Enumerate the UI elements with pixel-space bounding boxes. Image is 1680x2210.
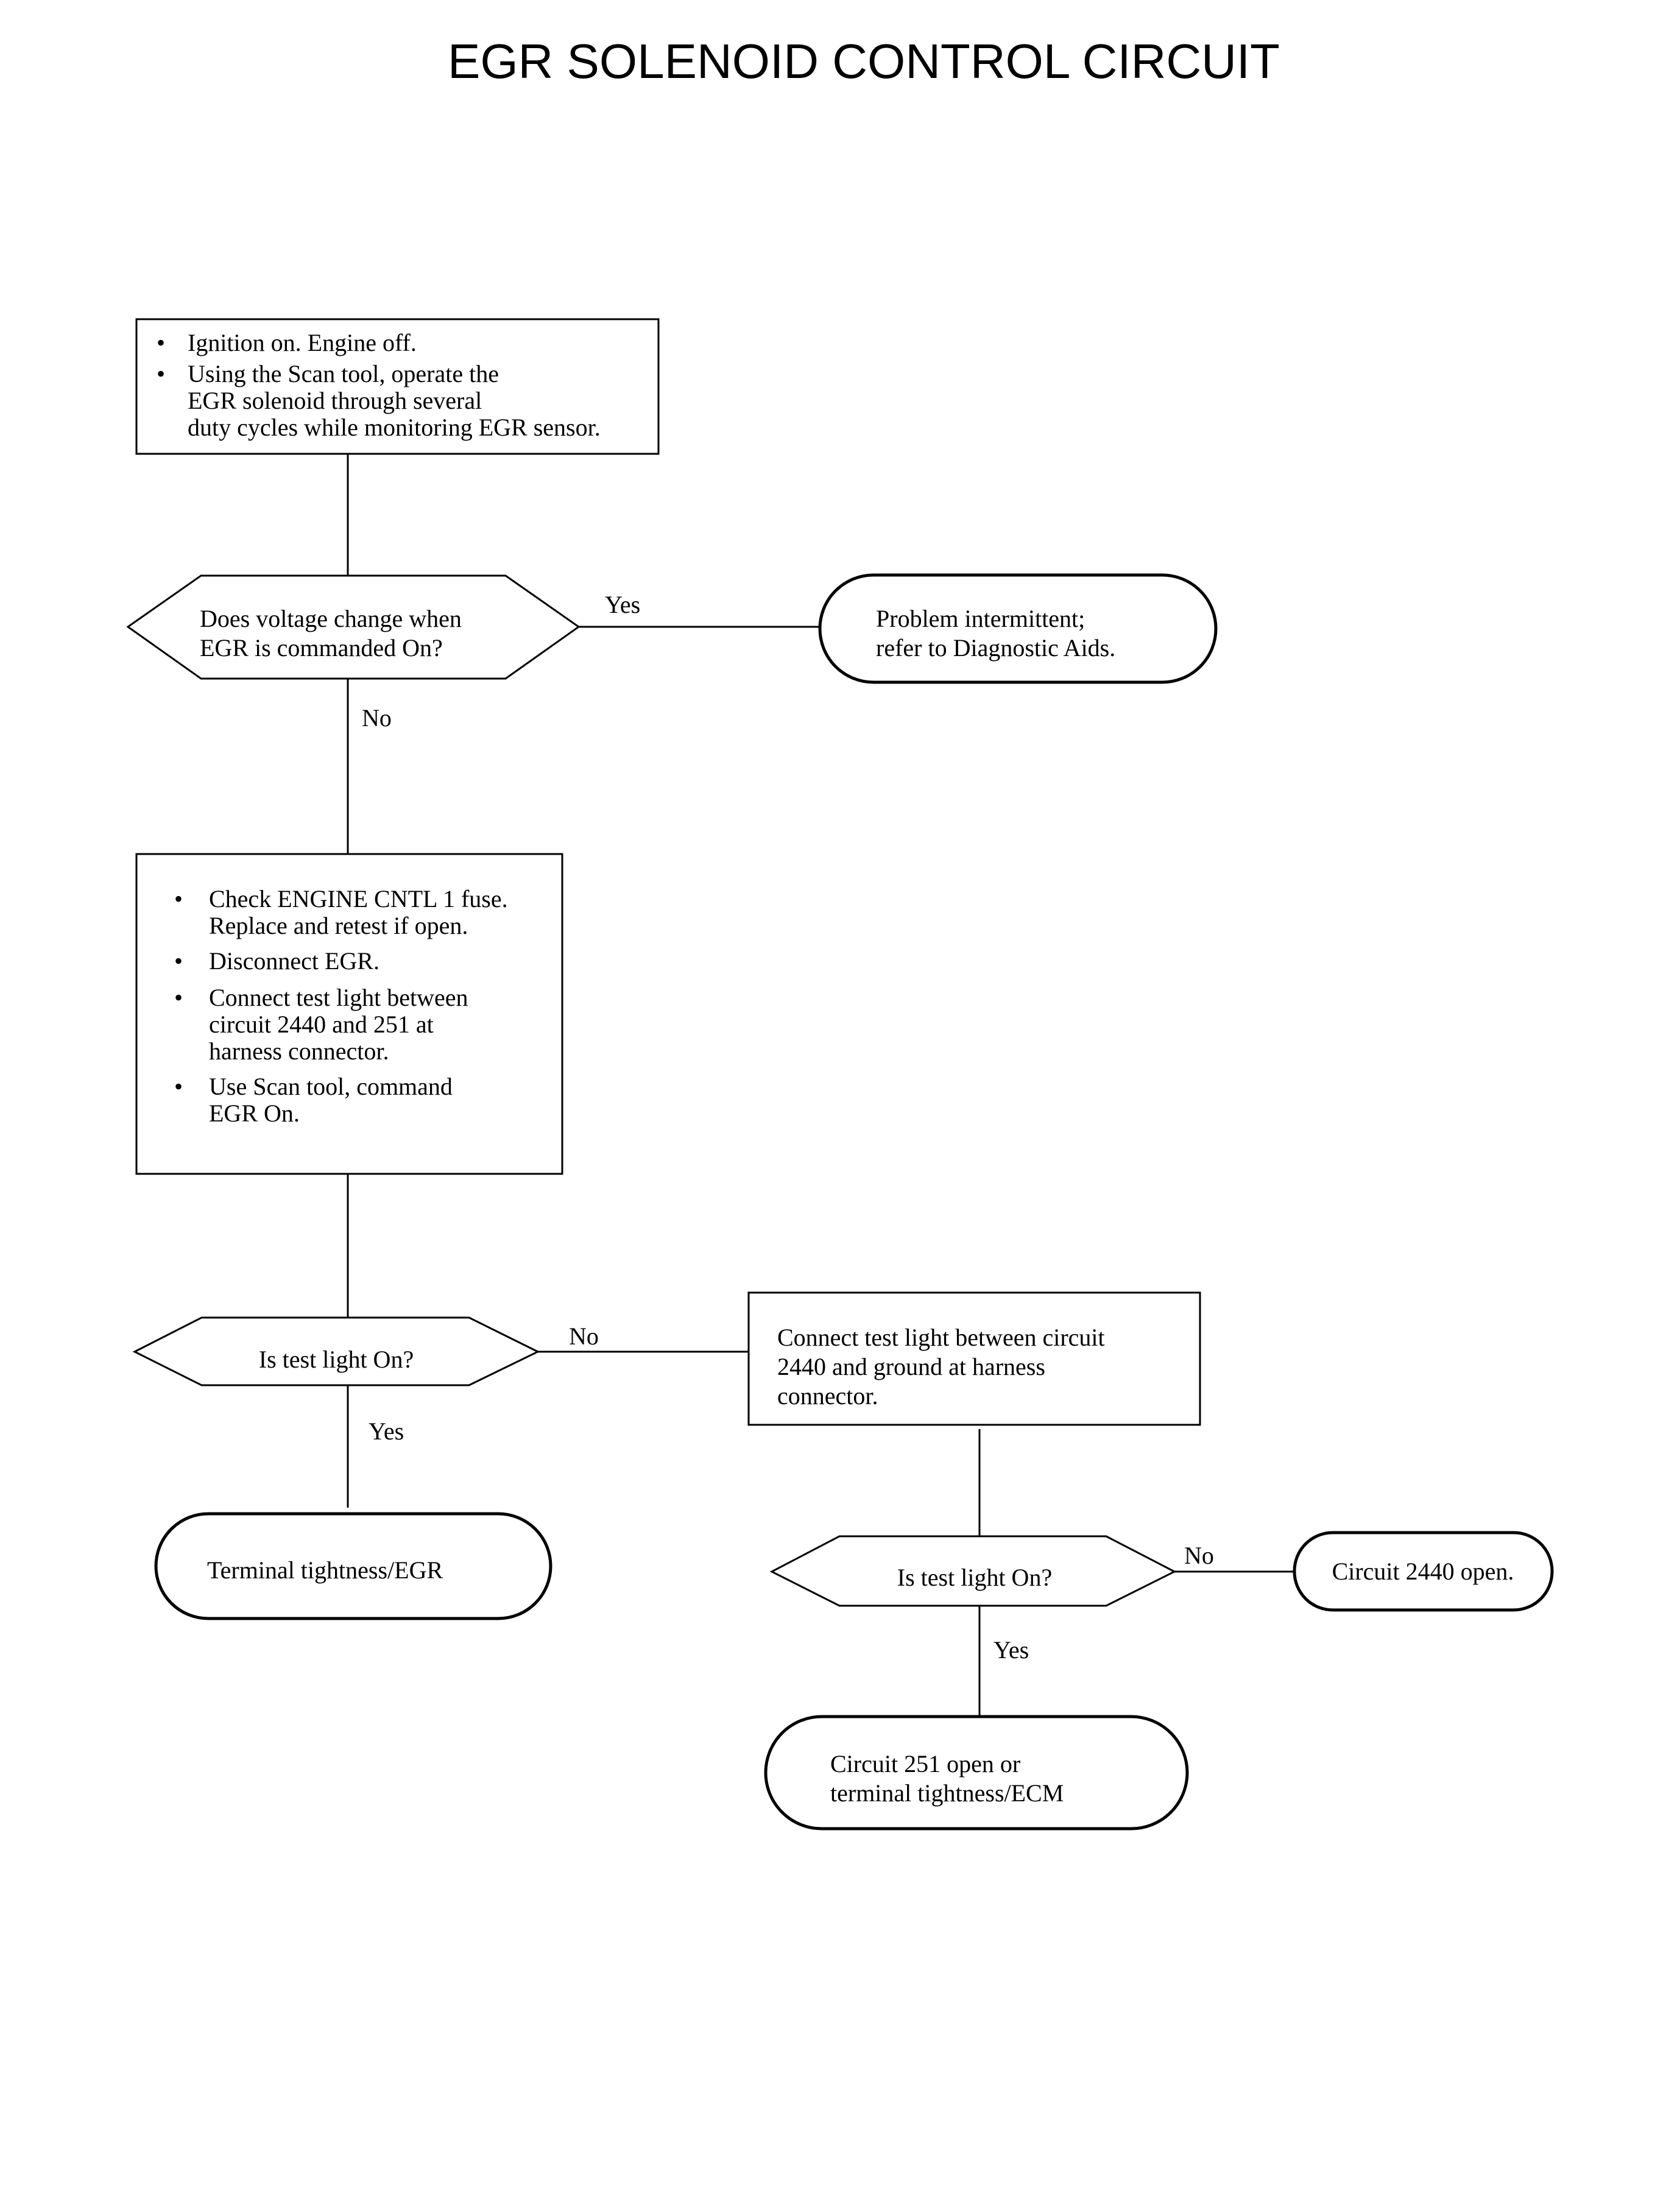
step2-line: EGR On. [209,1100,300,1127]
step2-line: harness connector. [209,1037,389,1065]
decision2-no-label: No [569,1322,599,1350]
result-2440-open-line: Circuit 2440 open. [1332,1558,1514,1585]
decision3-diamond: Is test light On? [769,1535,1177,1607]
result-terminal-egr-line: Terminal tightness/EGR [207,1556,443,1584]
bullet-marker: • [157,360,165,387]
result-intermittent-line: Problem intermittent; [876,605,1085,632]
bullet-marker: • [174,885,183,913]
decision3-no-label: No [1184,1542,1214,1569]
bullet-marker: • [174,984,183,1011]
step3-line: Connect test light between circuit [777,1324,1105,1351]
step2-bullet-2: • Disconnect EGR. [174,947,379,975]
step2-bullet-4: • Use Scan tool, command [174,1073,453,1100]
decision3-yes-label: Yes [994,1636,1029,1664]
step1-line: Using the Scan tool, operate the [188,360,499,387]
diagram-title: EGR SOLENOID CONTROL CIRCUIT [448,34,1280,88]
step3-box: Connect test light between circuit 2440 … [747,1291,1201,1426]
step2-box: • Check ENGINE CNTL 1 fuse. Replace and r… [135,853,563,1175]
step2-bullet-1: • Check ENGINE CNTL 1 fuse. [174,885,508,913]
result-terminal-egr: Terminal tightness/EGR [154,1512,552,1620]
step2-line: Use Scan tool, command [209,1073,453,1100]
step2-bullet-3: • Connect test light between [174,984,468,1011]
result-2440-open: Circuit 2440 open. [1293,1531,1554,1612]
step3-line: 2440 and ground at harness [777,1353,1045,1380]
result-251-open-line: terminal tightness/ECM [830,1779,1064,1807]
bullet-marker: • [174,947,183,975]
step2-line: Disconnect EGR. [209,947,379,975]
step1-box: • Ignition on. Engine off. • Using the Sca… [135,318,660,455]
decision1-no-label: No [362,704,392,732]
bullet-marker: • [174,1073,183,1100]
result-251-open-line: Circuit 251 open or [830,1750,1020,1778]
step2-line: Connect test light between [209,984,468,1011]
decision2-yes-label: Yes [369,1417,404,1445]
step2-line: circuit 2440 and 251 at [209,1011,434,1038]
decision3-line: Is test light On? [897,1564,1052,1591]
result-intermittent-line: refer to Diagnostic Aids. [876,634,1115,662]
decision1-diamond: Does voltage change when EGR is commande… [126,574,581,680]
step1-bullet-1: • Ignition on. Engine off. [157,329,417,356]
step3-line: connector. [777,1382,878,1410]
step2-line: Replace and retest if open. [209,912,468,939]
bullet-marker: • [157,329,165,356]
result-251-open: Circuit 251 open or terminal tightness/E… [764,1715,1189,1830]
decision1-line: Does voltage change when [200,605,462,632]
decision2-line: Is test light On? [259,1346,414,1373]
step1-line: duty cycles while monitoring EGR sensor. [188,414,601,441]
decision1-line: EGR is commanded On? [200,634,443,662]
step1-bullet-2: • Using the Scan tool, operate the [157,360,499,387]
result-intermittent: Problem intermittent; refer to Diagnosti… [818,573,1218,684]
step1-line: EGR solenoid through several [188,387,482,414]
decision1-yes-label: Yes [605,591,640,618]
step1-line: Ignition on. Engine off. [188,329,417,356]
step2-line: Check ENGINE CNTL 1 fuse. [209,885,508,913]
decision2-diamond: Is test light On? [132,1316,540,1386]
